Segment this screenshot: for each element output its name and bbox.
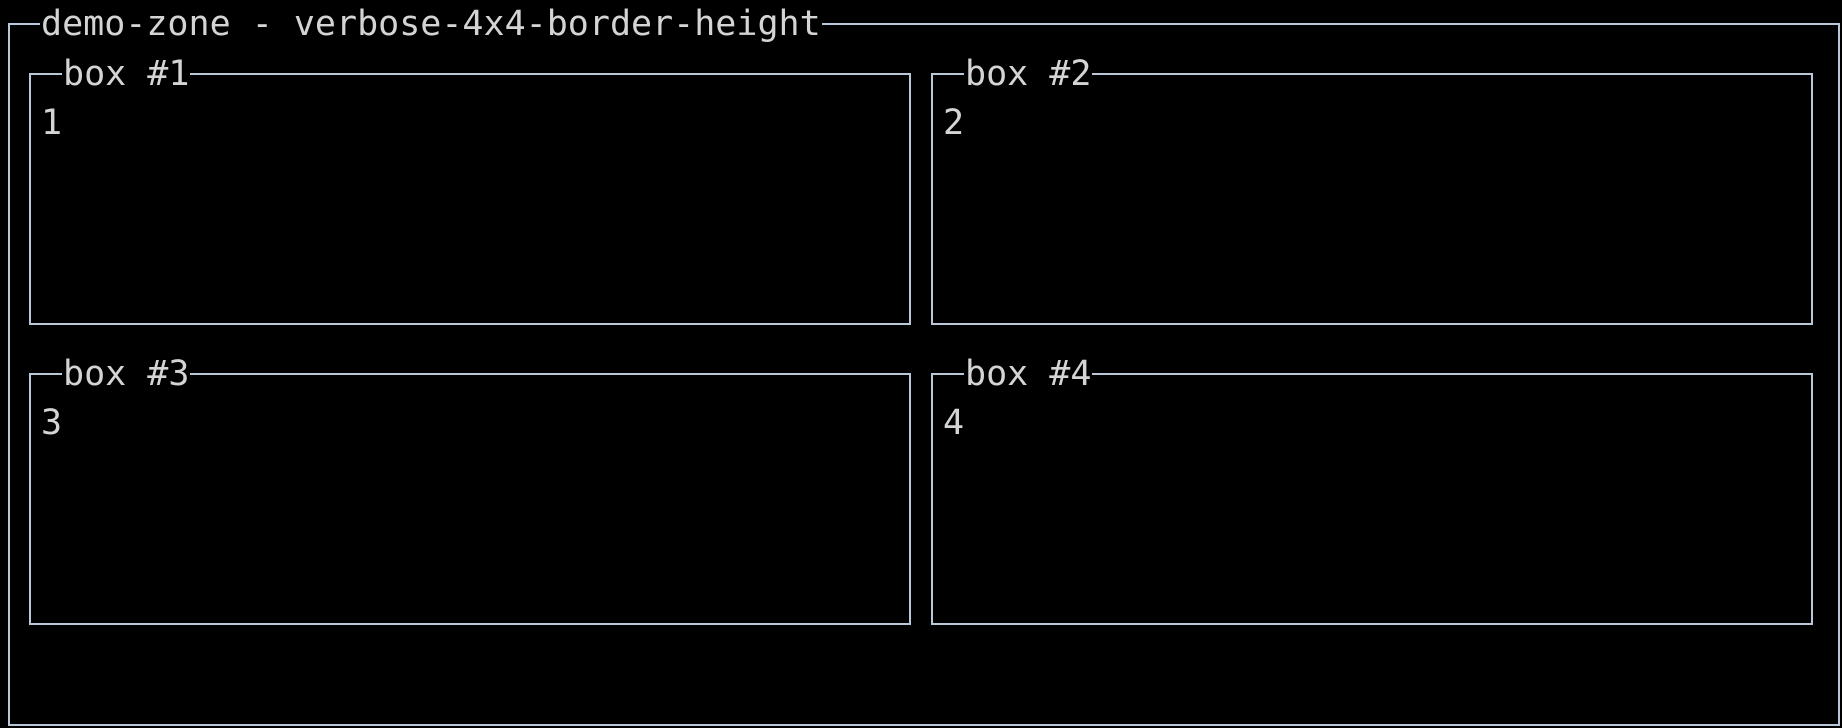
box-2-content: 2: [943, 103, 965, 143]
box-1-title: box #1: [62, 54, 191, 94]
box-4: box #4 4: [931, 357, 1813, 625]
demo-zone-frame: demo-zone - verbose-4x4-border-height: [8, 7, 1840, 726]
box-3-title: box #3: [62, 354, 191, 394]
box-1-content: 1: [41, 103, 63, 143]
box-3: box #3 3: [29, 357, 911, 625]
box-4-content: 4: [943, 403, 965, 443]
demo-zone-title: demo-zone - verbose-4x4-border-height: [40, 4, 822, 44]
box-2: box #2 2: [931, 57, 1813, 325]
box-2-title: box #2: [964, 54, 1093, 94]
box-1: box #1 1: [29, 57, 911, 325]
box-4-title: box #4: [964, 354, 1093, 394]
box-3-content: 3: [41, 403, 63, 443]
